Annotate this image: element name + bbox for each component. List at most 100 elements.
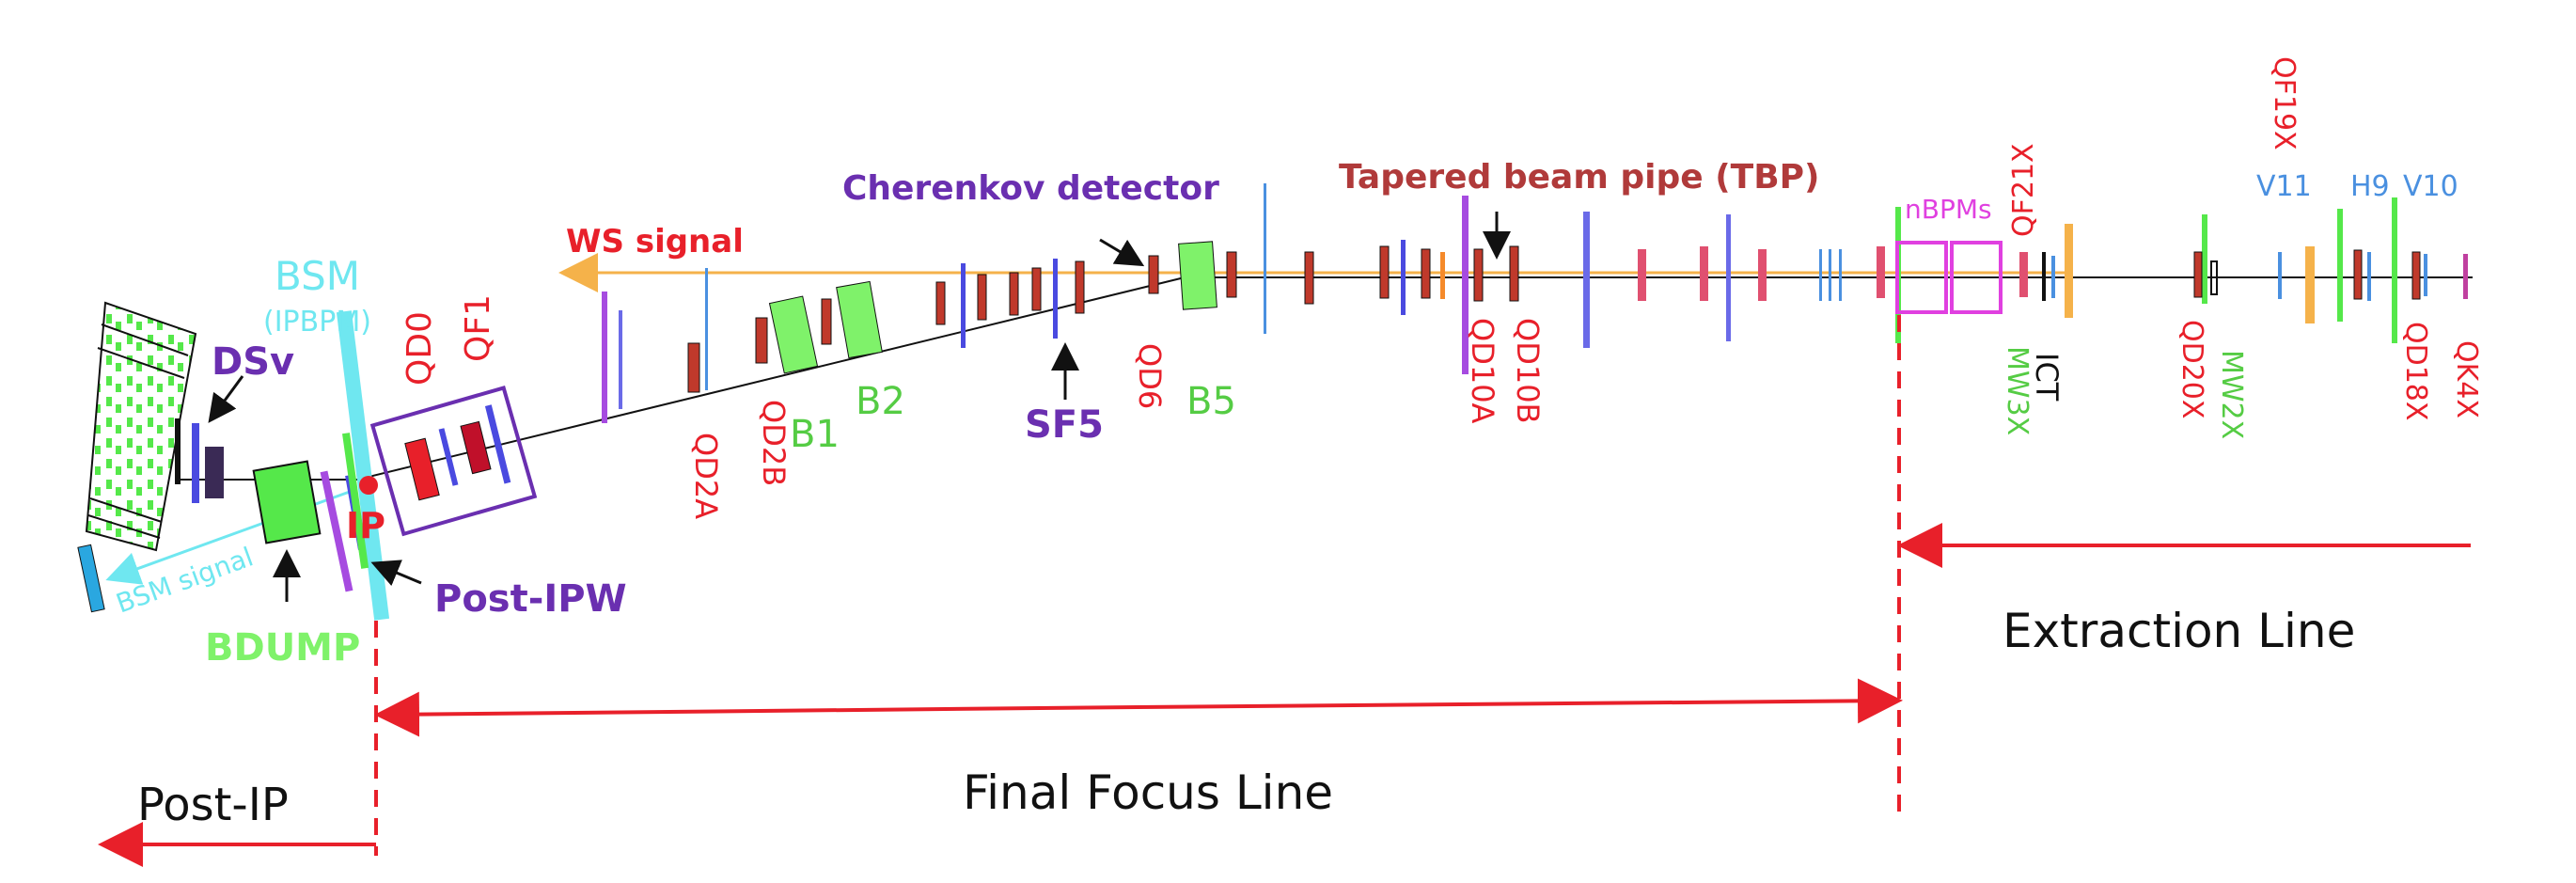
dsv-element-black xyxy=(175,418,181,484)
ff-mag-i xyxy=(1421,248,1431,299)
qd6-magnet xyxy=(1148,255,1159,294)
ff-blue-d xyxy=(1726,214,1731,341)
ext-orange-2 xyxy=(2305,246,2315,323)
section-post-ip: Post-IP xyxy=(137,779,289,831)
ff-small-1 xyxy=(821,298,832,345)
ff-mag-m xyxy=(1877,246,1885,298)
ff-blue-1 xyxy=(619,310,622,409)
section-final-focus: Final Focus Line xyxy=(963,765,1333,820)
qd0-blue xyxy=(438,428,459,486)
qd10b-magnet xyxy=(1509,245,1519,302)
label-qd6: QD6 xyxy=(1132,343,1168,409)
ff-mag-l xyxy=(1758,249,1767,301)
ff-blue-a xyxy=(961,263,966,348)
dsv-element-blue xyxy=(192,423,199,503)
qd10a-magnet xyxy=(1473,248,1484,302)
cherenkov-arrow xyxy=(1099,238,1145,267)
ff-thin-blue xyxy=(705,268,708,390)
label-cherenkov: Cherenkov detector xyxy=(842,169,1219,208)
label-b5: B5 xyxy=(1186,380,1236,423)
ff-orange-1 xyxy=(1440,252,1445,299)
label-qd20x: QD20X xyxy=(2175,320,2208,418)
ff-mag-d xyxy=(1031,267,1042,311)
ff-thin-b xyxy=(1829,249,1831,301)
label-sf5: SF5 xyxy=(1025,403,1104,447)
qf19x-magnet xyxy=(2353,249,2363,300)
mw2x-green-bar xyxy=(2202,214,2207,304)
label-mw2x: MW2X xyxy=(2215,350,2248,439)
qf1-blue xyxy=(484,404,511,484)
post-ipw-arrow xyxy=(370,560,422,587)
ff-thin-c xyxy=(1839,249,1842,301)
ff-thin-blue-2 xyxy=(1264,183,1266,334)
label-b2: B2 xyxy=(856,380,905,423)
ff-mag-c xyxy=(1009,272,1019,316)
v10-green-bar xyxy=(2392,197,2397,343)
ff-mag-k xyxy=(1700,246,1708,301)
ip-marker xyxy=(359,476,378,495)
ff-mag-a xyxy=(935,281,946,325)
qf1-magnet xyxy=(460,420,492,475)
label-qd0: QD0 xyxy=(401,311,439,386)
qd2b-magnet xyxy=(755,317,768,364)
label-v10: V10 xyxy=(2403,170,2458,203)
dsv-element-dark xyxy=(205,447,224,498)
label-qk4x: QK4X xyxy=(2450,340,2483,418)
qd0-qf1-box xyxy=(369,386,538,537)
nbpm-box-2 xyxy=(1950,241,2003,314)
h9-blue xyxy=(2367,252,2371,301)
qd2a-magnet xyxy=(687,342,700,393)
ff-mag-j xyxy=(1638,249,1646,301)
label-h9: H9 xyxy=(2350,170,2390,203)
qd0-magnet xyxy=(404,437,440,501)
bsm-cyan-bar xyxy=(336,310,390,621)
ff-blue-b xyxy=(1401,240,1406,315)
post-ipw-green-bar xyxy=(342,433,369,569)
ff-blue-c xyxy=(1583,212,1590,348)
final-focus-arrow-right xyxy=(1137,678,1903,724)
label-post-ipw: Post-IPW xyxy=(434,577,627,621)
bdump-block xyxy=(252,460,322,544)
section-extraction: Extraction Line xyxy=(2003,604,2355,658)
ff-purple-1 xyxy=(602,292,607,423)
label-qf21x: QF21X xyxy=(2007,143,2040,237)
label-nbpms: nBPMs xyxy=(1905,194,1992,225)
post-ip-purple-plate xyxy=(320,470,353,592)
ff-mag-b xyxy=(977,274,987,321)
qd10a-bar xyxy=(1462,196,1469,374)
bsm-signal-line xyxy=(105,487,358,585)
label-tbp: Tapered beam pipe (TBP) xyxy=(1339,158,1820,197)
bsm-detector xyxy=(77,544,105,613)
label-qd18x: QD18X xyxy=(2399,322,2432,420)
ff-thin-a xyxy=(1819,249,1822,301)
label-qd2b: QD2B xyxy=(756,400,792,486)
label-ipbpm: (IPBPM) xyxy=(263,306,371,339)
label-ws-signal: WS signal xyxy=(566,223,744,260)
label-qd2a: QD2A xyxy=(688,433,724,519)
qd18x-magnet xyxy=(2411,251,2421,300)
ext-orange-1 xyxy=(2065,224,2073,318)
label-qd10b: QD10B xyxy=(1510,318,1546,424)
qf19x-green-bar xyxy=(2337,209,2343,322)
b1-bend xyxy=(768,295,819,374)
label-dsv: DSv xyxy=(212,340,294,384)
qk4x-magnet xyxy=(2463,254,2468,299)
b5-bend xyxy=(1178,241,1217,310)
b2-bend xyxy=(836,280,883,359)
ict-black xyxy=(2042,252,2046,301)
ff-mag-f xyxy=(1226,251,1237,298)
label-bdump: BDUMP xyxy=(205,626,360,670)
ff-mag-h xyxy=(1379,245,1390,299)
qd20x-magnet xyxy=(2193,251,2203,298)
label-qf1: QF1 xyxy=(459,294,497,362)
label-v11: V11 xyxy=(2256,170,2312,203)
dsv-arrow xyxy=(208,375,244,423)
label-ict: ICT xyxy=(2029,353,2065,402)
ext-box-small xyxy=(2210,260,2218,295)
label-mw3x: MW3X xyxy=(2001,346,2034,435)
label-ip: IP xyxy=(346,505,385,546)
label-bsm: BSM xyxy=(275,253,360,299)
final-focus-arrow-left xyxy=(374,691,1139,737)
beam-dump xyxy=(85,301,197,552)
